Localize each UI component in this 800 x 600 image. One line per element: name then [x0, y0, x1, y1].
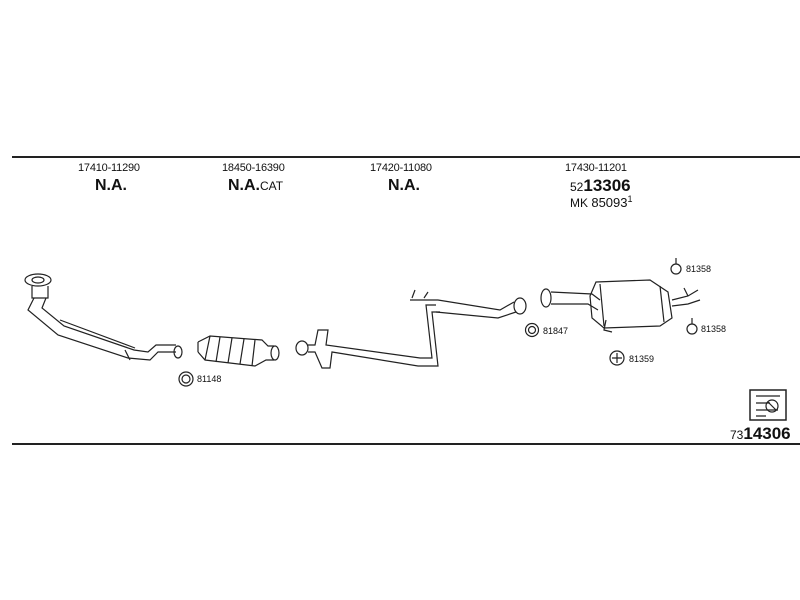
callout-gasket-81148: 81148 — [197, 374, 222, 384]
ref-muffler-prefix: 52 — [570, 180, 584, 194]
ref-muffler-main: 13306 — [583, 176, 631, 195]
footer-reference: 7314306 — [730, 424, 791, 444]
gasket-81847-icon — [524, 322, 540, 338]
mk-label: MK — [570, 196, 588, 210]
callout-hanger-81358-bottom: 81358 — [701, 324, 727, 334]
part-number-catalyst: 18450-16390 — [222, 162, 285, 174]
muffler-drawing — [540, 279, 701, 333]
ref-muffler: 5213306 — [570, 176, 631, 196]
bottom-rule — [12, 443, 800, 445]
part-number-muffler: 17430-11201 — [565, 162, 627, 174]
clamp-81359-icon — [609, 350, 625, 366]
center-pipe-drawing — [295, 289, 527, 369]
callout-clamp-81359: 81359 — [629, 354, 655, 364]
part-number-front-pipe: 17410-11290 — [78, 162, 140, 174]
hanger-81358-bottom-icon — [686, 318, 698, 335]
footer-prefix: 73 — [730, 428, 744, 442]
callout-hanger-81358-top: 81358 — [686, 264, 712, 274]
mk-number: 85093 — [591, 195, 628, 210]
status-catalyst-suffix: CAT — [260, 179, 284, 193]
status-catalyst: N.A.CAT — [228, 177, 283, 195]
part-number-center-pipe: 17420-11080 — [370, 162, 432, 174]
status-front-pipe: N.A. — [95, 177, 127, 194]
status-catalyst-main: N.A. — [228, 177, 260, 194]
catalytic-converter-drawing — [197, 335, 280, 367]
gasket-81148-icon — [178, 371, 194, 387]
front-pipe-drawing — [24, 273, 183, 361]
mk-muffler: MK 850931 — [570, 194, 633, 210]
status-center-pipe: N.A. — [388, 177, 420, 194]
mk-sup: 1 — [627, 194, 633, 204]
footer-main: 14306 — [743, 424, 791, 443]
hanger-81358-top-icon — [670, 258, 682, 275]
top-rule — [12, 156, 800, 158]
callout-gasket-81847: 81847 — [543, 326, 569, 336]
catalog-book-icon — [749, 389, 787, 421]
